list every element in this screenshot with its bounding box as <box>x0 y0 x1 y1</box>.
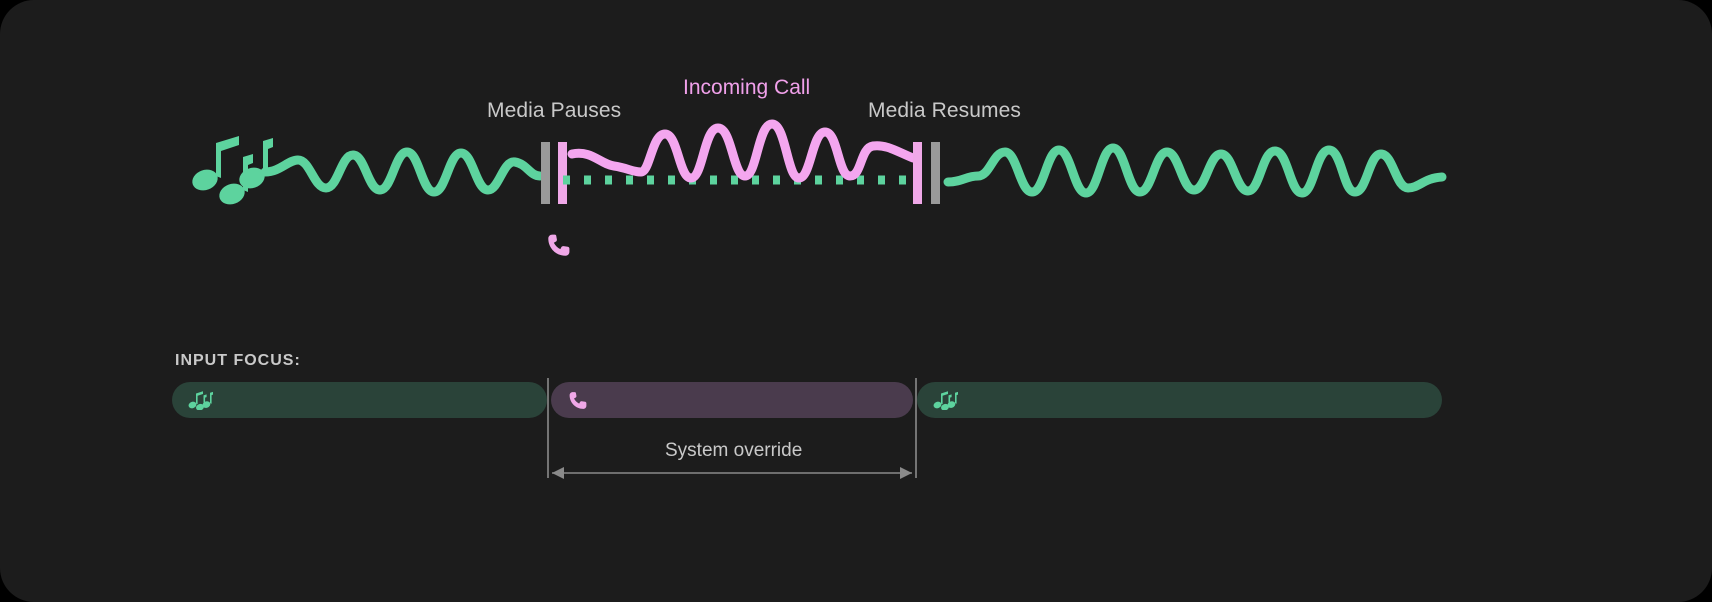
phone-icon <box>548 234 570 256</box>
media-waveform-after <box>943 143 1447 198</box>
media-waveform-before <box>260 147 545 197</box>
phone-icon <box>569 391 587 409</box>
focus-segment-media-2[interactable] <box>917 382 1442 418</box>
waveform-svg <box>192 119 1447 256</box>
system-override-label: System override <box>665 440 803 461</box>
waveform-timeline: Media Pauses Incoming Call Media Resumes <box>192 76 1447 256</box>
label-media-resumes: Media Resumes <box>868 99 1022 122</box>
pause-bar-grey-right <box>931 142 940 204</box>
focus-segment-media-1[interactable] <box>172 382 547 418</box>
input-focus-title: INPUT FOCUS: <box>175 352 301 369</box>
music-notes-icon <box>933 391 958 410</box>
system-override-bracket <box>547 378 917 479</box>
label-media-pauses: Media Pauses <box>487 99 622 122</box>
call-bar-pink-right <box>913 142 922 204</box>
call-waveform <box>567 119 918 183</box>
label-incoming-call: Incoming Call <box>683 76 811 99</box>
pause-bar-grey-left <box>541 142 550 204</box>
focus-segment-call[interactable] <box>551 382 913 418</box>
music-notes-icon <box>192 136 273 205</box>
music-notes-icon <box>188 391 213 410</box>
call-bar-pink-left <box>558 142 567 204</box>
